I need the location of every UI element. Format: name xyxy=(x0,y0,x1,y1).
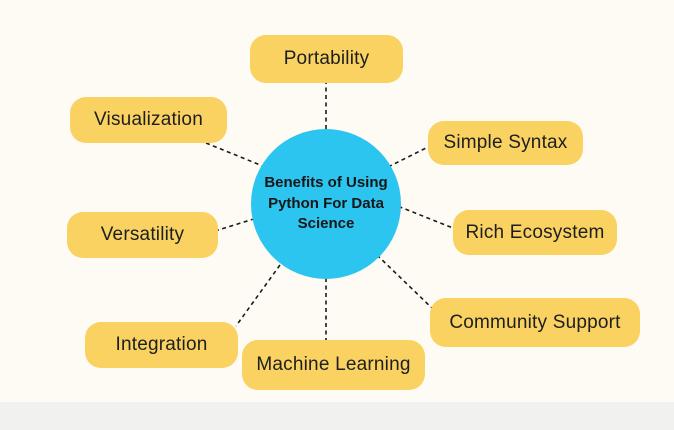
node-integration-label: Integration xyxy=(115,334,208,355)
node-portability-label: Portability xyxy=(283,48,370,69)
node-versatility-label: Versatility xyxy=(100,224,185,245)
center-node: Benefits of Using Python For Data Scienc… xyxy=(251,129,401,279)
connector-integration xyxy=(235,264,281,327)
footer-strip xyxy=(0,402,674,430)
node-machine-learning-label: Machine Learning xyxy=(256,354,411,375)
node-machine-learning: Machine Learning xyxy=(242,340,425,390)
node-rich-ecosystem: Rich Ecosystem xyxy=(453,210,617,255)
node-visualization-label: Visualization xyxy=(94,109,203,130)
node-portability: Portability xyxy=(250,35,403,83)
center-node-line1: Benefits of Using xyxy=(264,173,388,191)
node-versatility: Versatility xyxy=(67,212,218,258)
node-community-support-label: Community Support xyxy=(449,311,621,333)
node-simple-syntax: Simple Syntax xyxy=(428,121,583,165)
center-node-line2: Python For Data xyxy=(268,194,384,212)
connector-simple-syntax xyxy=(389,144,433,167)
connector-community-support xyxy=(376,254,436,312)
node-community-support: Community Support xyxy=(430,298,640,347)
center-node-line3: Science xyxy=(297,215,355,233)
node-simple-syntax-label: Simple Syntax xyxy=(443,132,568,153)
connector-versatility xyxy=(214,217,258,232)
connector-rich-ecosystem xyxy=(394,204,459,231)
node-visualization: Visualization xyxy=(70,97,227,143)
node-rich-ecosystem-label: Rich Ecosystem xyxy=(465,221,605,243)
node-integration: Integration xyxy=(85,322,238,368)
